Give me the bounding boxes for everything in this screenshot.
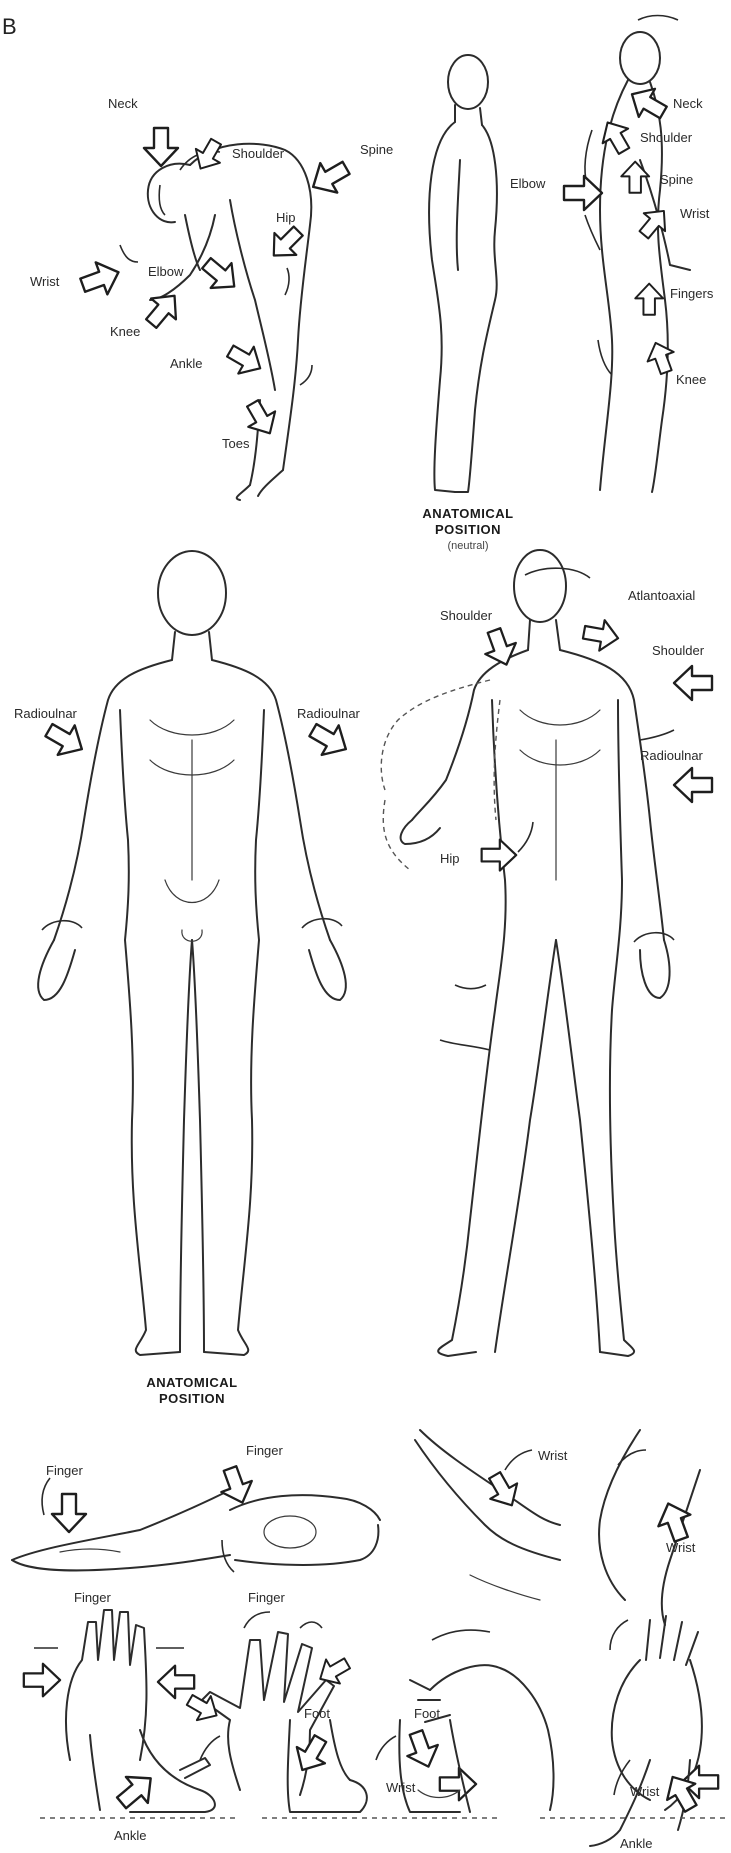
- label-hand-finger-3: Finger: [74, 1590, 112, 1605]
- label-neck-flex: Neck: [108, 96, 138, 111]
- main-caption-line1: ANATOMICAL: [146, 1375, 237, 1390]
- arrow-hip-rot-icon: [482, 840, 517, 871]
- arrow-finger-1-icon: [52, 1494, 86, 1532]
- label-toes-flex: Toes: [222, 436, 250, 451]
- arrow-knee-flex-icon: [139, 285, 187, 334]
- label-wrist-flex: Wrist: [30, 274, 60, 289]
- label-foot-2: Foot: [414, 1706, 440, 1721]
- figure-label: B: [2, 14, 17, 39]
- hand-finger-flexion-1: [12, 1478, 230, 1570]
- arrow-finger-3b-icon: [158, 1666, 194, 1698]
- arrow-neck-ext-icon: [624, 80, 672, 126]
- label-neck-ext: Neck: [673, 96, 703, 111]
- arrow-hip-flex-icon: [263, 220, 309, 266]
- label-ankle-flex: Ankle: [170, 356, 203, 371]
- arrow-foot-1-icon: [288, 1730, 334, 1778]
- neutral-caption-line2: POSITION: [435, 522, 501, 537]
- label-hip-flex: Hip: [276, 210, 296, 225]
- label-radioulnar-rot: Radioulnar: [640, 748, 704, 763]
- label-ankle-1: Ankle: [114, 1828, 147, 1843]
- label-shoulder-rot-left: Shoulder: [440, 608, 493, 623]
- foot-motion-2: [376, 1736, 396, 1760]
- arrow-shoulder-flex-icon: [188, 135, 228, 176]
- arrow-foot-2-icon: [401, 1727, 444, 1772]
- neutral-side-figure: [429, 55, 497, 492]
- label-hand-finger-1: Finger: [46, 1463, 84, 1478]
- foot-motion-1: [200, 1736, 220, 1760]
- label-hand-wrist-2: Wrist: [666, 1540, 696, 1555]
- label-elbow-flex: Elbow: [148, 264, 184, 279]
- label-hand-finger-4: Finger: [248, 1590, 286, 1605]
- foot-ankle-1: [90, 1730, 215, 1812]
- label-radioulnar-right: Radioulnar: [297, 706, 361, 721]
- label-atlantoaxial: Atlantoaxial: [628, 588, 695, 603]
- arrow-ankle-1-icon: [111, 1765, 162, 1815]
- label-wrist-ext: Wrist: [680, 206, 710, 221]
- arrow-knee-ext-icon: [643, 338, 680, 377]
- neutral-caption-sub: (neutral): [448, 540, 489, 552]
- arrow-wrist-ext-icon: [633, 202, 674, 244]
- label-elbow-ext: Elbow: [510, 176, 546, 191]
- rotation-figure: [381, 550, 674, 1356]
- main-caption-line2: POSITION: [159, 1391, 225, 1406]
- anatomical-front-figure: [38, 551, 346, 1355]
- arrow-atlantoaxial-icon: [581, 617, 620, 653]
- arrow-spine-ext-icon: [621, 162, 649, 193]
- hand-finger-flexion-2: [222, 1495, 380, 1572]
- arrow-finger-4-icon: [183, 1688, 224, 1728]
- arrow-wrist-1-icon: [481, 1468, 525, 1513]
- arrow-neck-flex-icon: [144, 128, 178, 166]
- arrow-shoulder-ext-icon: [595, 115, 637, 158]
- arrow-radioulnar-right-icon: [304, 715, 354, 763]
- label-radioulnar-left: Radioulnar: [14, 706, 78, 721]
- label-shoulder-rot-right: Shoulder: [652, 643, 705, 658]
- label-ankle-2: Ankle: [620, 1836, 653, 1851]
- label-knee-ext: Knee: [676, 372, 706, 387]
- label-fingers-ext: Fingers: [670, 286, 714, 301]
- arrow-radioulnar-rot-icon: [674, 768, 712, 802]
- arrow-elbow-flex-icon: [196, 251, 245, 299]
- arrow-toes-flex-icon: [239, 396, 283, 441]
- arrow-wrist-flex-icon: [77, 256, 124, 301]
- arrow-fingers-ext-icon: [635, 284, 663, 315]
- label-hand-finger-2: Finger: [246, 1443, 284, 1458]
- label-spine-flex: Spine: [360, 142, 393, 157]
- label-hand-wrist-3: Wrist: [386, 1780, 416, 1795]
- neutral-caption-line1: ANATOMICAL: [422, 506, 513, 521]
- label-foot-1: Foot: [304, 1706, 330, 1721]
- label-shoulder-flex: Shoulder: [232, 146, 285, 161]
- label-hand-wrist-4: Wrist: [630, 1784, 660, 1799]
- arrow-shoulder-right-icon: [674, 666, 712, 700]
- label-shoulder-ext: Shoulder: [640, 130, 693, 145]
- label-knee-flex: Knee: [110, 324, 140, 339]
- foot-2: [288, 1720, 367, 1812]
- arrow-radioulnar-left-icon: [40, 715, 90, 763]
- arrow-finger-3-icon: [24, 1664, 60, 1696]
- arrow-elbow-ext-icon: [564, 176, 602, 210]
- arrow-ankle-flex-icon: [223, 338, 268, 382]
- arrow-spine-flex-icon: [305, 153, 355, 201]
- label-spine-ext: Spine: [660, 172, 693, 187]
- extension-figure: [585, 16, 690, 493]
- label-hip-rot: Hip: [440, 851, 460, 866]
- arrow-wrist-3-icon: [440, 1768, 476, 1800]
- arrow-wrist-2-icon: [652, 1498, 697, 1545]
- label-hand-wrist-1: Wrist: [538, 1448, 568, 1463]
